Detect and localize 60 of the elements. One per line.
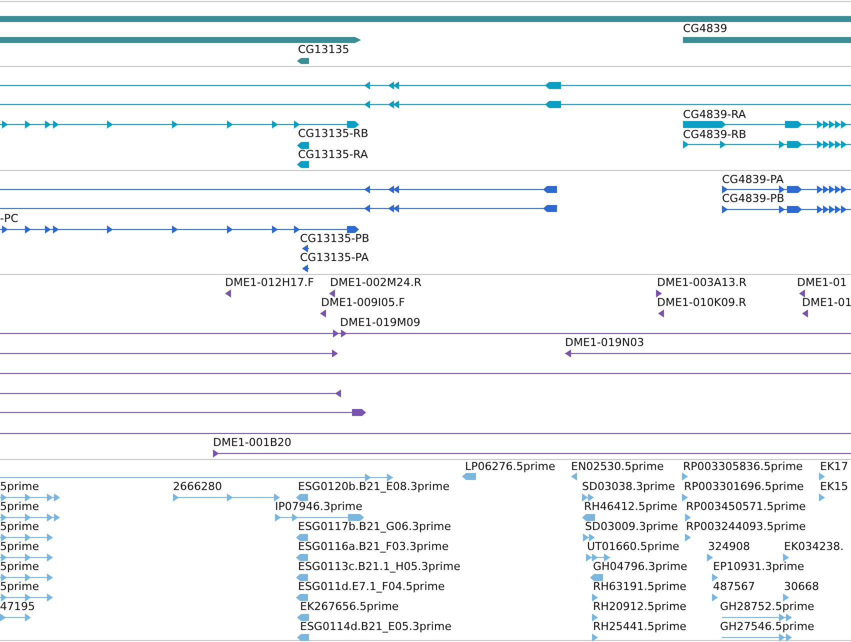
feature-label: CG13135-RA bbox=[298, 148, 368, 161]
feature-label: 47195 bbox=[0, 600, 35, 613]
feature-label: 487567 bbox=[713, 580, 755, 593]
feature-label: ESG011d.E7.1_F04.5prime bbox=[298, 580, 445, 593]
feature-label: ESG0114d.B21_E05.3prime bbox=[300, 620, 452, 633]
feature-label: 5prime bbox=[0, 540, 40, 553]
feature-label: CG4839-RA bbox=[683, 108, 746, 121]
feature-label: CG4839 bbox=[683, 22, 728, 35]
feature-label: RH25441.5prime bbox=[593, 620, 686, 633]
feature-label: EP10931.3prime bbox=[713, 560, 804, 573]
feature-label: -PC bbox=[0, 212, 18, 225]
feature-label: CG13135 bbox=[298, 43, 350, 56]
feature-label: DME1-019N03 bbox=[565, 336, 644, 349]
feature-label: ESG0120b.B21_E08.3prime bbox=[298, 480, 450, 493]
feature-label: EK17 bbox=[820, 460, 848, 473]
feature-label: 5prime bbox=[0, 560, 40, 573]
feature-label: CG4839-RB bbox=[683, 128, 746, 141]
feature-label: UT01660.5prime bbox=[587, 540, 680, 553]
feature-label: CG13135-RB bbox=[298, 127, 368, 140]
feature-label: RH63191.5prime bbox=[593, 580, 686, 593]
feature-label: RP003450571.5prime bbox=[686, 500, 806, 513]
feature-label: SD03009.3prime bbox=[585, 520, 678, 533]
feature-label: RH20912.5prime bbox=[593, 600, 686, 613]
feature-label: SD03038.3prime bbox=[582, 480, 675, 493]
feature-label: CG4839-PA bbox=[722, 173, 784, 186]
feature-label: 30668 bbox=[784, 580, 819, 593]
feature-label: 5prime bbox=[0, 500, 40, 513]
feature-label: DME1-01 bbox=[802, 296, 851, 309]
feature-label: DME1-009I05.F bbox=[321, 296, 405, 309]
feature-label: RH46412.5prime bbox=[584, 500, 678, 513]
feature-label: GH28752.5prime bbox=[720, 600, 814, 613]
feature-label: ESG0117b.B21_G06.3prime bbox=[298, 520, 452, 533]
feature-label: DME1-010K09.R bbox=[657, 296, 746, 309]
feature-label: EK15 bbox=[820, 480, 848, 493]
feature-label: CG4839-PB bbox=[722, 192, 784, 205]
feature-label: LP06276.5prime bbox=[465, 460, 556, 473]
feature-label: GH04796.3prime bbox=[593, 560, 688, 573]
feature-label: DME1-019M09 bbox=[340, 316, 420, 329]
feature-label: 5prime bbox=[0, 480, 40, 493]
feature-label: RP003305836.5prime bbox=[683, 460, 803, 473]
feature-label: DME1-001B20 bbox=[213, 436, 292, 449]
feature-label: RP003301696.5prime bbox=[684, 480, 804, 493]
feature-label: EN02530.5prime bbox=[571, 460, 664, 473]
feature-label: EK034238. bbox=[784, 540, 844, 553]
feature-label: 324908 bbox=[708, 540, 750, 553]
feature-label: DME1-01 bbox=[797, 276, 847, 289]
feature-label: DME1-012H17.F bbox=[225, 276, 314, 289]
feature-label: GH27546.5prime bbox=[720, 620, 814, 633]
feature-label: ESG0113c.B21.1_H05.3prime bbox=[298, 560, 460, 573]
feature-label: IP07946.3prime bbox=[275, 500, 362, 513]
feature-label: EK267656.5prime bbox=[300, 600, 399, 613]
feature-label: CG13135-PB bbox=[300, 232, 370, 245]
feature-label: DME1-003A13.R bbox=[657, 276, 747, 289]
feature-label: RP003244093.5prime bbox=[686, 520, 806, 533]
feature-label: 5prime bbox=[0, 520, 40, 533]
feature-label: DME1-002M24.R bbox=[330, 276, 422, 289]
feature-label: ESG0116a.B21_F03.3prime bbox=[298, 540, 449, 553]
feature-label: 2666280 bbox=[173, 480, 222, 493]
feature-label: CG13135-PA bbox=[300, 251, 369, 264]
feature-label: 5prime bbox=[0, 580, 40, 593]
